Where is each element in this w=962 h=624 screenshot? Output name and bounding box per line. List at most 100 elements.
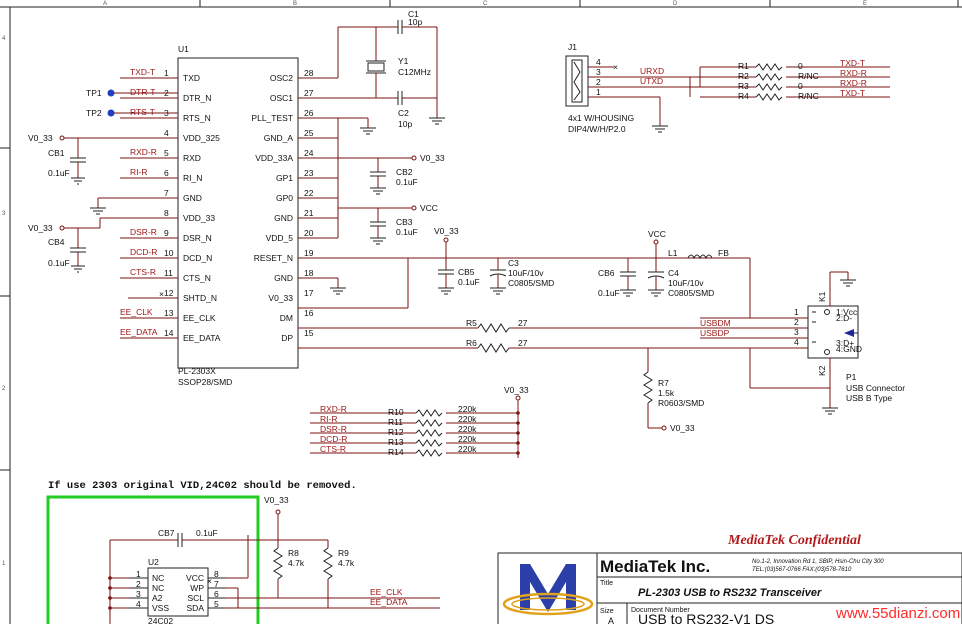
c2-val: 10p	[398, 119, 412, 129]
resistor-icon	[415, 429, 443, 437]
ground-icon	[652, 125, 668, 133]
resistor-r5-icon	[477, 323, 510, 333]
cb2-val: 0.1uF	[396, 177, 418, 187]
ground-icon	[71, 265, 85, 273]
resistor-r8-icon	[273, 547, 283, 580]
tp2-marker	[107, 109, 115, 117]
j1-pin1: 1	[596, 87, 601, 97]
usb-pin-label-1: 1:Vcc	[836, 307, 858, 317]
u1-pin-name: SHTD_N	[183, 293, 217, 303]
net-label: RXD-R	[320, 404, 347, 414]
j1-resistor-val: R/NC	[798, 71, 819, 81]
u2-pin-number: 8	[214, 569, 219, 579]
j1-resistor-val: R/NC	[798, 91, 819, 101]
watermark-text: www.55dianzi.com	[835, 605, 960, 622]
c3-val: 10uF/10v	[508, 268, 544, 278]
power-port-icon	[59, 135, 65, 141]
j1-ref: J1	[568, 42, 577, 52]
j1-pin4: 4	[596, 57, 601, 67]
p1-pin4: 4	[794, 337, 799, 347]
u1-pin-name: CTS_N	[183, 273, 211, 283]
usb-pin-label-2: 2:D-	[836, 313, 852, 323]
resistor-icon	[755, 93, 783, 101]
net-label: EE_CLK	[120, 307, 153, 317]
cb7-ref: CB7	[158, 528, 175, 538]
j1-housing	[565, 55, 589, 107]
v033-left-top: V0_33	[28, 133, 53, 143]
ground-icon	[648, 289, 664, 297]
frame-row-2: 2	[2, 386, 6, 392]
cb5-val: 0.1uF	[458, 277, 480, 287]
pullup-ref: R10	[388, 407, 404, 417]
ferrite-bead-icon	[687, 254, 713, 260]
net-label: TXD-T	[840, 88, 865, 98]
u1-pin-number: 6	[164, 168, 169, 178]
ground-icon	[822, 407, 838, 415]
resistor-icon	[755, 73, 783, 81]
frame-col-a: A	[103, 1, 107, 7]
power-port-icon	[59, 225, 65, 231]
ground-icon	[90, 207, 106, 215]
j1-pin2: 2	[596, 77, 601, 87]
u1-pin-name: RXD	[183, 153, 201, 163]
u1-pin-name: EE_DATA	[183, 333, 221, 343]
cb6-val: 0.1uF	[598, 288, 620, 298]
r7-val: 1.5k	[658, 388, 675, 398]
u2-pin-name: VCC	[186, 573, 204, 583]
p1-desc1: USB Connector	[846, 383, 905, 393]
ground-icon	[620, 289, 636, 297]
crystal-icon	[367, 62, 385, 72]
u1-pin-number: 22	[304, 188, 314, 198]
k2-label: K2	[817, 365, 827, 376]
pullup-ref: R13	[388, 437, 404, 447]
net-label: DTR-T	[130, 87, 156, 97]
u1-pin-name: RTS_N	[183, 113, 211, 123]
company-address: No.1-2, Innovation Rd 1, SBIP, Hsin-Chu …	[752, 559, 884, 565]
j1-desc2: DIP4/W/H/P2.0	[568, 124, 626, 134]
cb1-val: 0.1uF	[48, 168, 70, 178]
j1-resistor-ref: R3	[738, 81, 749, 91]
frame-row-4: 4	[2, 36, 6, 42]
p1-pin2: 2	[794, 317, 799, 327]
resistor-icon	[755, 83, 783, 91]
u2-pin-number: 2	[136, 579, 141, 589]
u1-pin-name: EE_CLK	[183, 313, 216, 323]
document-number-label: Document Number	[631, 607, 690, 614]
ground-icon	[330, 287, 346, 295]
frame-row-1: 1	[2, 561, 6, 567]
u1-pin-number: 16	[304, 308, 314, 318]
frame-col-b: B	[293, 1, 297, 7]
u1-pin-name: VDD_33	[183, 213, 215, 223]
u2-pin-name: SDA	[187, 603, 205, 613]
cb3-ref: CB3	[396, 217, 413, 227]
usb-section: R5 27 R6 27 USBDM USBDP V0_33 R7 1.5k R0…	[466, 229, 905, 433]
title-block: MediaTek Confidential MediaTek Inc. No.1…	[497, 533, 962, 624]
u1-pin-number: 27	[304, 88, 314, 98]
p1-pin3: 3	[794, 327, 799, 337]
net-label: RXD-R	[840, 78, 867, 88]
utxd-net: UTXD	[640, 76, 663, 86]
frame-col-e: E	[863, 1, 867, 7]
u1-pin-name: RESET_N	[254, 253, 293, 263]
crystal-section: C1 10p Y1 C12MHz C2 10p	[298, 9, 445, 129]
u1-pin-number: 8	[164, 208, 169, 218]
u1-pin-name: GP1	[276, 173, 293, 183]
k1-label: K1	[817, 291, 827, 302]
u2-pin-number: 6	[214, 589, 219, 599]
u1-pin-name: OSC1	[270, 93, 293, 103]
u1-pin-number: 21	[304, 208, 314, 218]
document-title: PL-2303 USB to RS232 Transceiver	[638, 587, 822, 599]
ground-icon	[360, 127, 376, 135]
c4-pkg: C0805/SMD	[668, 288, 714, 298]
u1-pin-name: GND	[274, 213, 293, 223]
no-connect-icon: ×	[159, 289, 164, 299]
no-connect-icon: ×	[613, 62, 618, 72]
r6-val: 27	[518, 338, 528, 348]
pullup-val: 220k	[458, 434, 477, 444]
u1-pin-number: 13	[164, 308, 174, 318]
usbdp-net: USBDP	[700, 328, 730, 338]
